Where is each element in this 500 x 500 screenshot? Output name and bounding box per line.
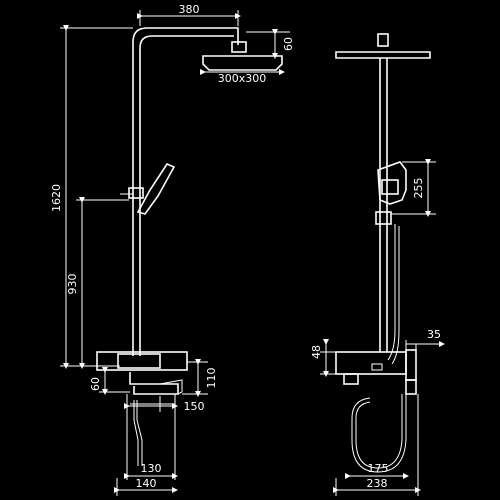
- riser-pipe: [132, 27, 239, 356]
- valve-body: [96, 351, 188, 371]
- dim-130: 130: [141, 462, 162, 475]
- dim-930: 930: [66, 274, 79, 295]
- side-hand-shower-face: [381, 179, 399, 195]
- side-hand-shower: [377, 161, 407, 205]
- side-valve-display: [371, 363, 383, 371]
- holder-clamp: [128, 187, 144, 199]
- side-holder: [375, 211, 392, 225]
- front-dimensions: 380 60 300x300 1620 930 60 110 150 130: [50, 3, 295, 496]
- bath-spout: [129, 372, 179, 395]
- side-shower-head: [335, 51, 431, 59]
- dim-238: 238: [367, 477, 388, 490]
- dim-255: 255: [412, 178, 425, 199]
- dim-110: 110: [205, 368, 218, 389]
- side-hose-inner: [391, 226, 400, 365]
- dim-380: 380: [179, 3, 200, 16]
- hose-inner: [133, 400, 139, 466]
- hose: [136, 400, 143, 466]
- hand-shower: [136, 163, 176, 215]
- valve-center: [117, 353, 161, 369]
- dim-60-head: 60: [282, 37, 295, 51]
- shower-head: [202, 55, 283, 71]
- side-valve-body: [335, 351, 407, 375]
- dim-175: 175: [368, 462, 389, 475]
- head-connector: [231, 41, 247, 53]
- dim-150: 150: [184, 400, 205, 413]
- dim-48: 48: [310, 345, 323, 359]
- side-head-connector: [377, 33, 389, 47]
- side-hose: [387, 224, 396, 361]
- side-spout: [343, 373, 359, 385]
- side-hose-loop-outer: [351, 394, 407, 473]
- side-dimensions: 255 48 35 175 238: [310, 159, 445, 496]
- dim-35: 35: [427, 328, 441, 341]
- dim-60-valve: 60: [89, 377, 102, 391]
- riser-pipe-inner: [139, 35, 234, 356]
- side-handle: [405, 349, 417, 381]
- side-hose-loop: [355, 394, 403, 469]
- side-handle-lower: [405, 379, 417, 395]
- spout-tip: [159, 379, 183, 395]
- dim-140: 140: [136, 477, 157, 490]
- dim-300x300: 300x300: [218, 72, 267, 85]
- side-view: [335, 33, 431, 473]
- dim-1620: 1620: [50, 184, 63, 212]
